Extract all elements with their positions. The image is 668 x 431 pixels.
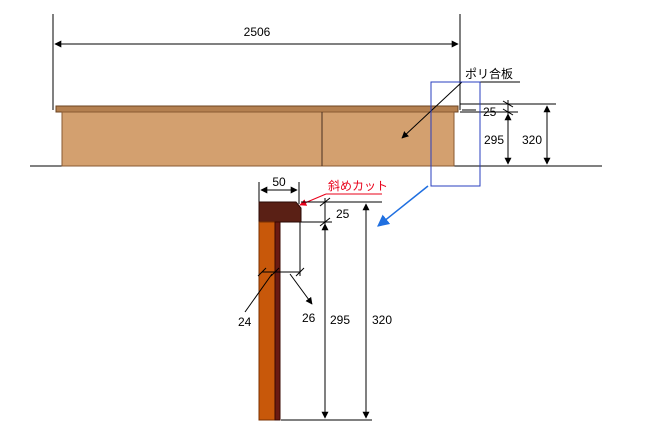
overall-width-label: 2506: [244, 25, 271, 39]
top-plate: [55, 105, 459, 113]
material-note: ポリ合板: [465, 66, 513, 81]
thickness-tick-mid: [270, 267, 280, 277]
top-thickness-tick-a: [502, 100, 514, 108]
detail-post-inner: [274, 221, 281, 421]
top-thickness-label: 25: [483, 105, 497, 119]
total-height-label: 320: [522, 133, 542, 147]
chamfer-note: 斜めカット: [328, 179, 388, 193]
detail-top-thickness-tick-a: [319, 197, 331, 207]
detail-total-height-label: 320: [372, 313, 392, 327]
material-note-leader: [401, 81, 463, 139]
detail-post-outer: [258, 221, 276, 421]
chamfer-note-leader: [299, 193, 327, 206]
detail-top-thickness-label: 25: [336, 207, 350, 221]
left-thickness-label: 24: [238, 315, 252, 329]
section-detail: 50 斜めカット 24 26 25 295 320: [238, 175, 392, 421]
elevation-view: 2506 ポリ合板 25 295 320: [30, 14, 602, 227]
right-thickness-label: 26: [302, 311, 316, 325]
detail-callout-box: [430, 81, 481, 187]
detail-top-width-label: 50: [272, 175, 286, 189]
thickness-tick-left: [257, 267, 267, 277]
box-body: [61, 111, 455, 167]
left-thickness-leader: [244, 273, 273, 313]
detail-board-height-label: 295: [330, 313, 350, 327]
detail-top-plate: [258, 201, 302, 223]
right-thickness-leader: [289, 273, 313, 305]
detail-callout-arrow: [377, 185, 429, 227]
board-height-label: 295: [484, 133, 504, 147]
